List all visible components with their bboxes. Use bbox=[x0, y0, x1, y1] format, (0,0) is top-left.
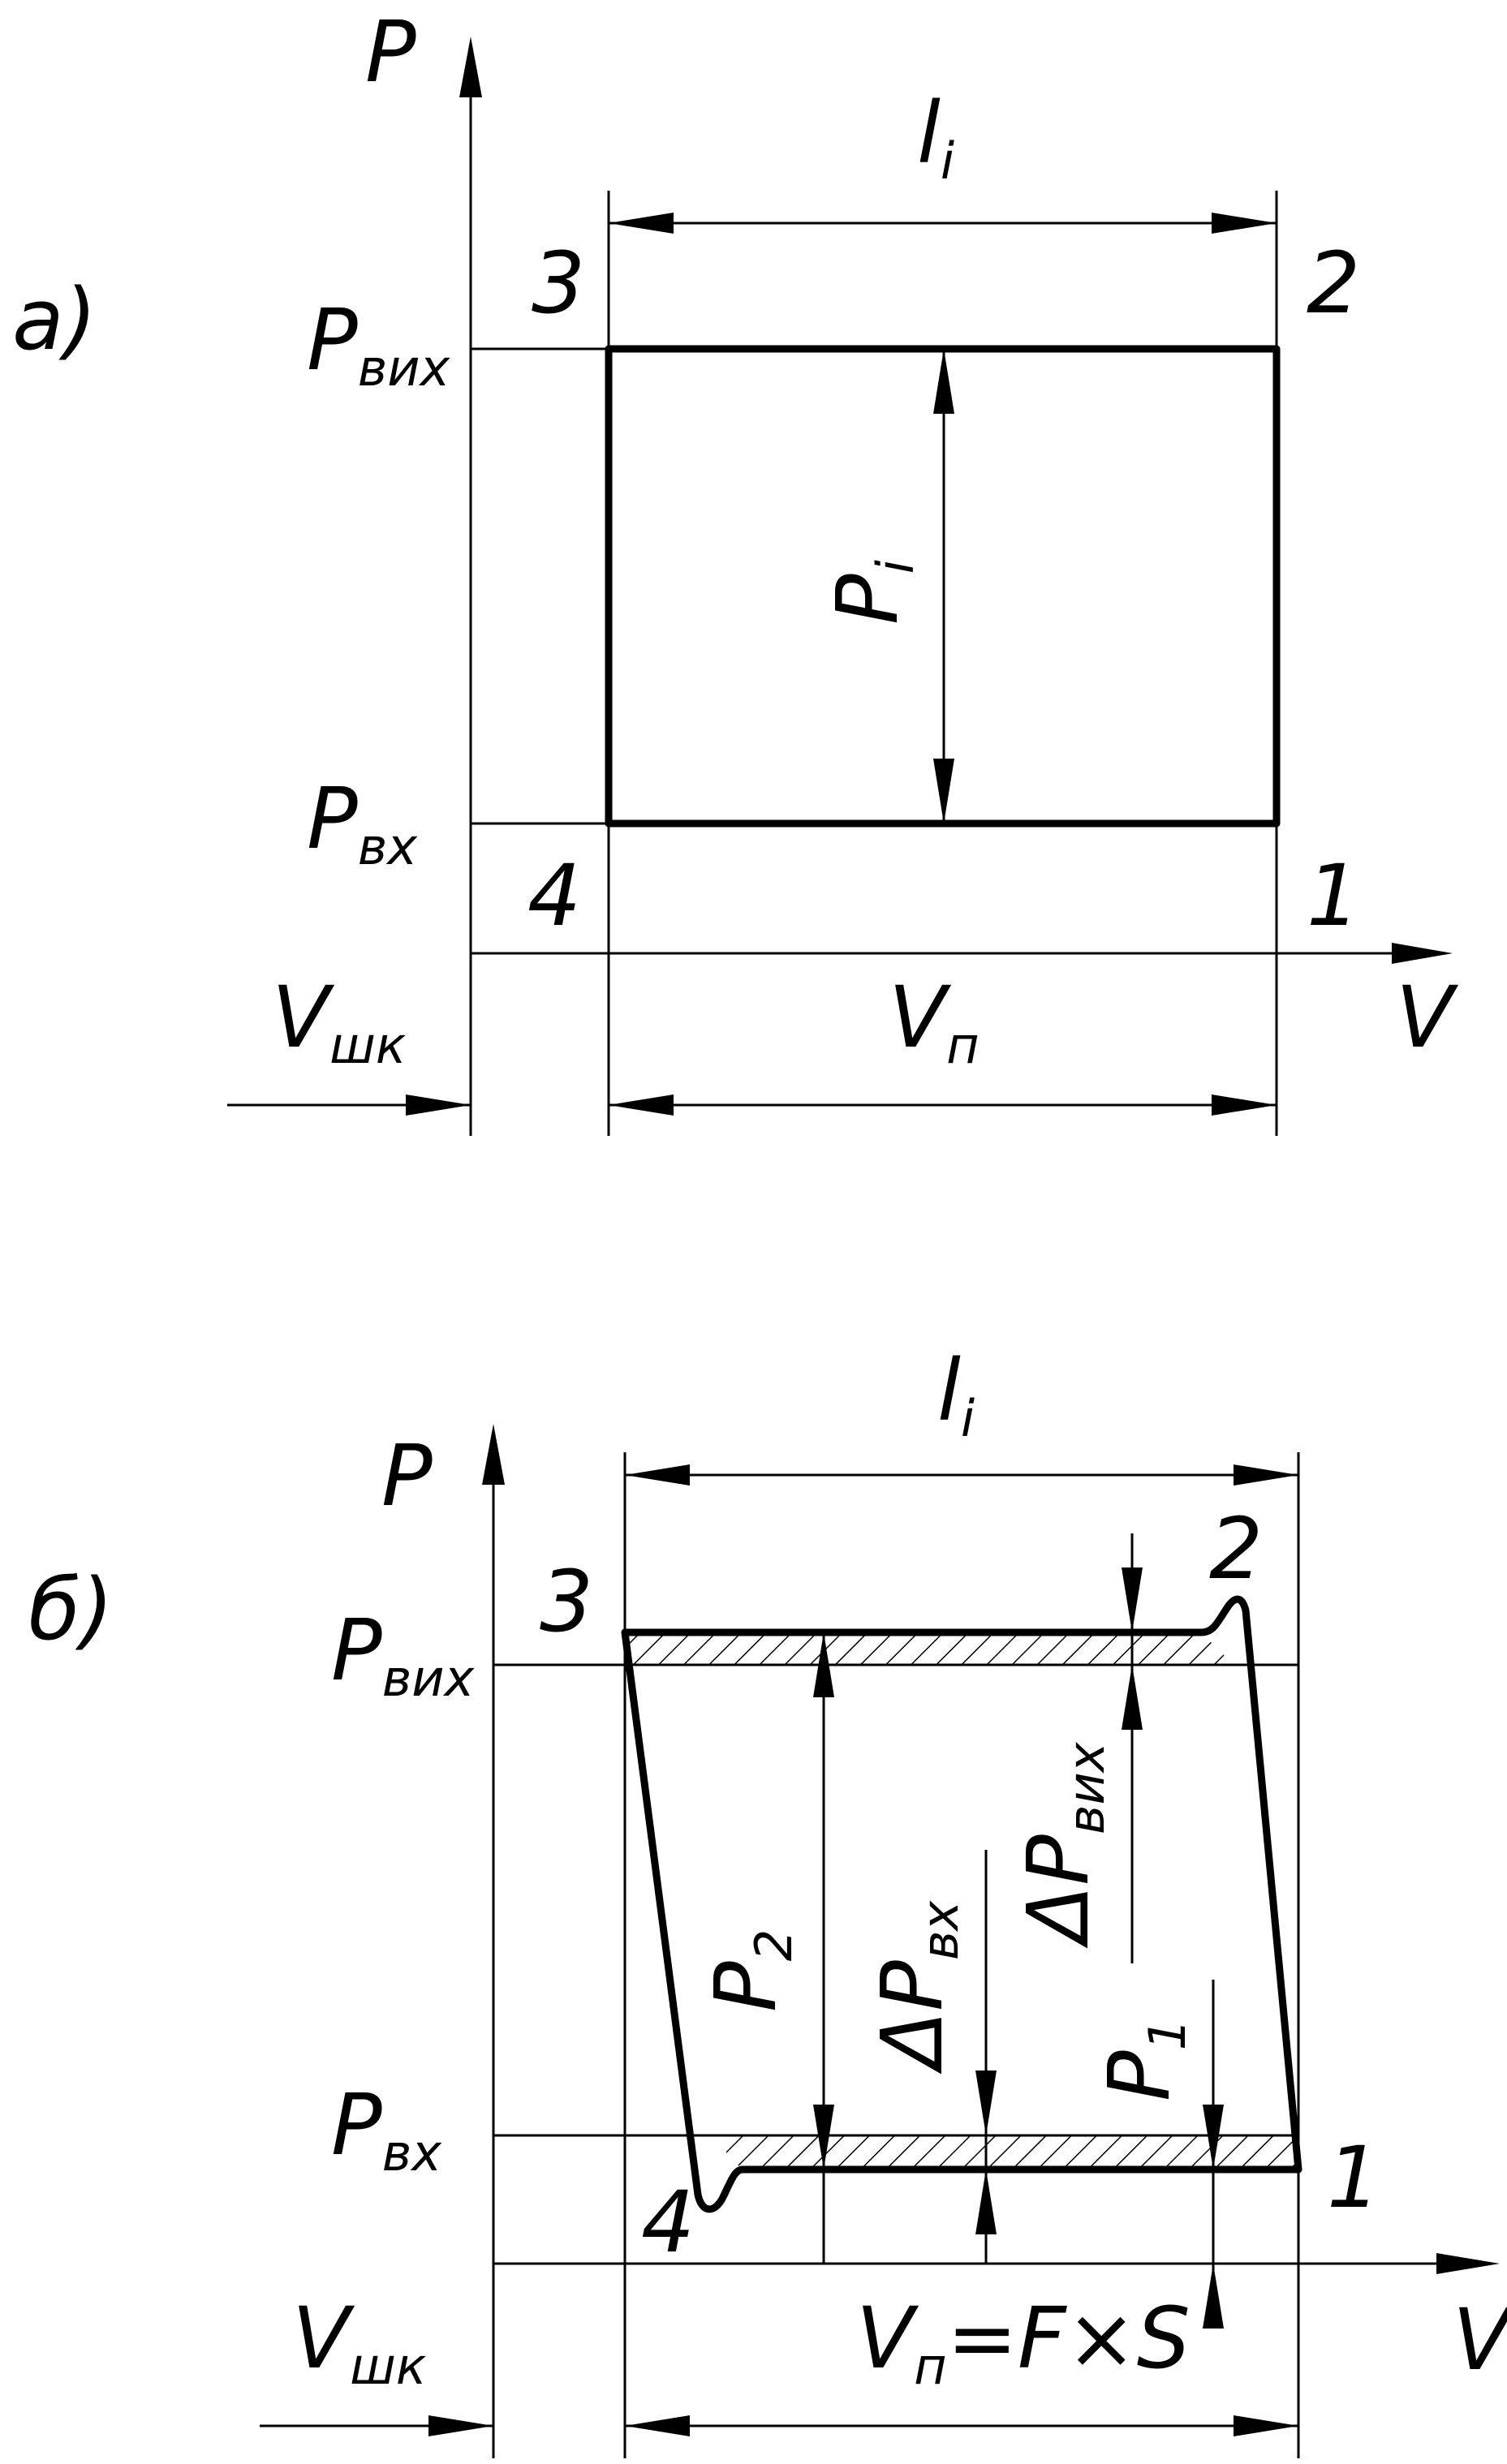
p-in-label-a: Pвх bbox=[307, 769, 418, 876]
tag-b: б) bbox=[28, 1560, 114, 1659]
point-4-b: 4 bbox=[641, 2173, 695, 2272]
point-1-a: 1 bbox=[1307, 846, 1360, 945]
diagram-a: а) P V Pвих Pвх Vшк Vп li Pi 1 2 3 4 bbox=[12, 2, 1459, 1136]
p1-label: P1 bbox=[1090, 2019, 1197, 2101]
p-axis-label-b: P bbox=[381, 1426, 433, 1525]
point-2-b: 2 bbox=[1209, 1499, 1263, 1598]
p2-label: P2 bbox=[696, 1929, 803, 2012]
p-axis-arrow-a bbox=[459, 37, 482, 97]
point-3-b: 3 bbox=[540, 1552, 593, 1651]
point-1-b: 1 bbox=[1327, 2128, 1380, 2227]
tag-a: а) bbox=[12, 270, 97, 369]
hatch-suction-loss bbox=[726, 2135, 1298, 2169]
v-axis-label-b: V bbox=[1453, 2290, 1507, 2389]
hatch-discharge-loss bbox=[625, 1632, 1234, 1665]
v-axis-arrow-b bbox=[1436, 2253, 1500, 2274]
p-axis-arrow-b bbox=[482, 1424, 505, 1485]
p-out-label-a: Pвих bbox=[307, 290, 451, 398]
v-stroke-label-a: Vп bbox=[889, 968, 980, 1075]
v-dead-label-b: Vшк bbox=[292, 2289, 427, 2396]
dp-out-label: ΔPвих bbox=[1009, 1741, 1116, 1949]
point-3-a: 3 bbox=[532, 234, 585, 333]
pi-label-a: Pi bbox=[818, 560, 925, 625]
p-axis-label-a: P bbox=[365, 2, 416, 101]
v-dead-label-a: Vшк bbox=[272, 968, 407, 1075]
p-in-label-b: Pвх bbox=[331, 2075, 442, 2182]
diagram-b: б) P V Pвих Pвх Vшк Vп=F×S li P2 ΔPвх ΔP… bbox=[28, 1341, 1507, 2458]
v-stroke-label-b: Vп=F×S bbox=[856, 2289, 1191, 2396]
dp-in-label: ΔPвх bbox=[863, 1900, 970, 2075]
p-out-label-b: Pвих bbox=[331, 1601, 476, 1708]
li-label-b: li bbox=[937, 1341, 975, 1448]
point-2-a: 2 bbox=[1307, 234, 1360, 333]
v-axis-label-a: V bbox=[1396, 968, 1459, 1067]
point-4-a: 4 bbox=[527, 846, 581, 945]
li-label-a: li bbox=[917, 84, 954, 191]
v-axis-arrow-a bbox=[1392, 943, 1453, 964]
real-cycle-contour bbox=[621, 1595, 1302, 2213]
